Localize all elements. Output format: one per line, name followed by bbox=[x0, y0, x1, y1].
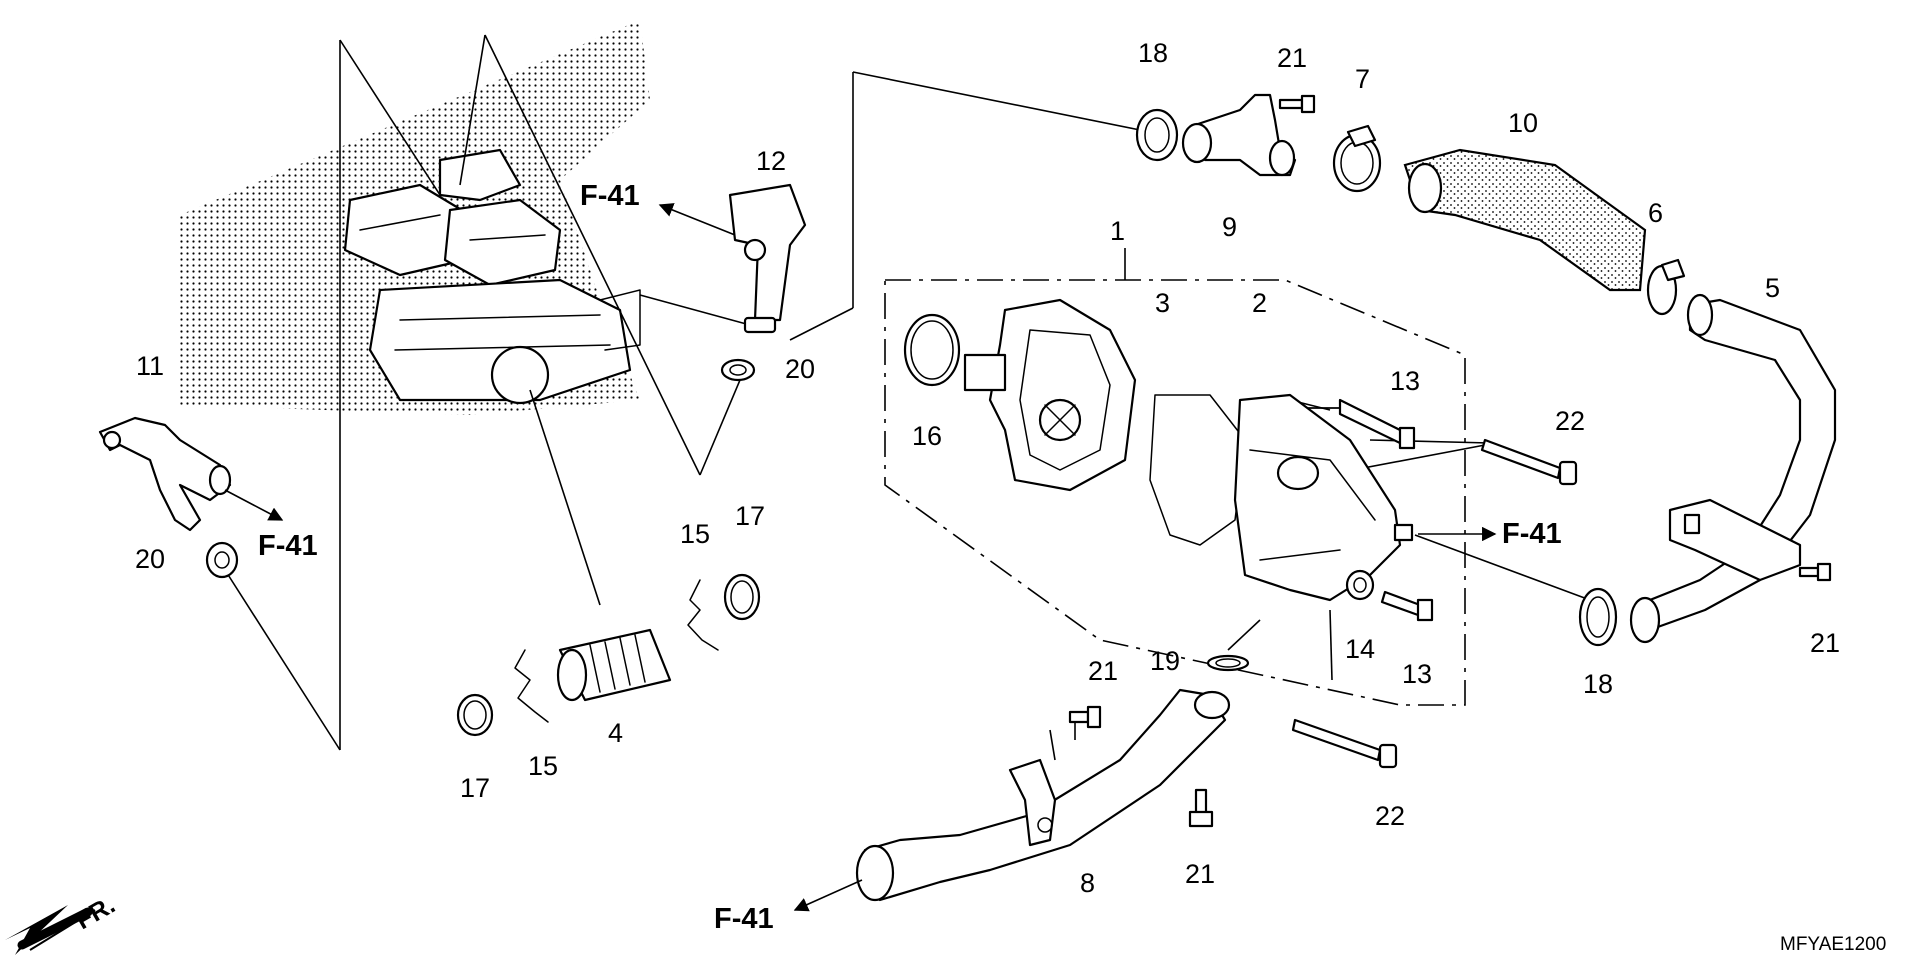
part-3-gasket[interactable] bbox=[1149, 394, 1246, 546]
part-22-bolt-upper[interactable] bbox=[1480, 438, 1578, 486]
part-number-7: 7 bbox=[1355, 64, 1370, 94]
part-number-5: 5 bbox=[1765, 273, 1780, 303]
part-21-bolt-bottom[interactable] bbox=[1188, 788, 1214, 828]
part-4-pipe[interactable] bbox=[556, 628, 672, 702]
front-label: FR. bbox=[71, 891, 120, 935]
part-17-oring-left[interactable] bbox=[456, 693, 494, 737]
ref-label-f41-bottom: F-41 bbox=[714, 903, 774, 935]
part-number-16: 16 bbox=[912, 421, 942, 451]
part-number-6: 6 bbox=[1648, 198, 1663, 228]
part-number-19: 19 bbox=[1150, 646, 1180, 676]
ref-label-f41-right: F-41 bbox=[1502, 518, 1562, 550]
ref-label-f41-top: F-41 bbox=[580, 180, 640, 212]
part-number-12: 12 bbox=[756, 146, 786, 176]
front-direction-icon bbox=[5, 905, 96, 955]
part-number-18-lower: 18 bbox=[1583, 669, 1613, 699]
part-number-13-lower: 13 bbox=[1402, 659, 1432, 689]
part-17-oring-right[interactable] bbox=[723, 573, 761, 621]
part-21-bolt-right[interactable] bbox=[1798, 562, 1832, 582]
part-13-bolt-lower[interactable] bbox=[1380, 590, 1434, 622]
part-7-clamp[interactable] bbox=[1332, 124, 1382, 193]
part-number-3: 3 bbox=[1155, 288, 1170, 318]
ref-arrow-1 bbox=[658, 203, 736, 236]
part-number-14: 14 bbox=[1345, 634, 1375, 664]
part-number-18-upper: 18 bbox=[1138, 38, 1168, 68]
part-number-15-upper: 15 bbox=[680, 519, 710, 549]
part-20-nut-upper[interactable] bbox=[720, 358, 756, 382]
part-number-21-right: 21 bbox=[1810, 628, 1840, 658]
part-number-11: 11 bbox=[136, 351, 164, 381]
part-number-21-top: 21 bbox=[1277, 43, 1307, 73]
part-18-oring-upper[interactable] bbox=[1135, 108, 1179, 162]
engine-silhouette bbox=[180, 20, 650, 415]
part-10-hose[interactable] bbox=[1403, 148, 1647, 292]
part-12-pipe[interactable] bbox=[728, 183, 807, 334]
part-19-oring[interactable] bbox=[1206, 654, 1250, 672]
part-18-oring-lower[interactable] bbox=[1578, 587, 1618, 647]
part-number-20-upper: 20 bbox=[785, 354, 815, 384]
part-number-17-upper: 17 bbox=[735, 501, 765, 531]
part-number-15-lower: 15 bbox=[528, 751, 558, 781]
part-16-oring[interactable] bbox=[903, 313, 961, 387]
part-11-elbow[interactable] bbox=[98, 416, 232, 532]
part-number-13-upper: 13 bbox=[1390, 366, 1420, 396]
part-20-nut-lower[interactable] bbox=[205, 541, 239, 579]
part-15-clip-right[interactable] bbox=[687, 579, 719, 651]
pump-body[interactable] bbox=[963, 298, 1137, 492]
part-5-hose[interactable] bbox=[1629, 293, 1837, 644]
part-21-bolt-upper[interactable] bbox=[1278, 94, 1316, 114]
part-9-joint[interactable] bbox=[1181, 93, 1297, 177]
part-number-22-lower: 22 bbox=[1375, 801, 1405, 831]
part-number-10: 10 bbox=[1508, 108, 1538, 138]
ref-label-f41-left: F-41 bbox=[258, 530, 318, 562]
part-number-21-mid: 21 bbox=[1088, 656, 1118, 686]
ref-arrow-4 bbox=[793, 879, 863, 912]
part-number-21-bottom: 21 bbox=[1185, 859, 1215, 889]
part-number-17-lower: 17 bbox=[460, 773, 490, 803]
part-number-8: 8 bbox=[1080, 868, 1095, 898]
part-14-washer[interactable] bbox=[1345, 569, 1375, 601]
ref-arrow-2 bbox=[224, 489, 284, 521]
part-number-2: 2 bbox=[1252, 288, 1267, 318]
part-15-clip-left[interactable] bbox=[514, 649, 549, 723]
part-22-bolt-lower[interactable] bbox=[1291, 718, 1398, 769]
part-number-9: 9 bbox=[1222, 212, 1237, 242]
part-6-clamp[interactable] bbox=[1646, 258, 1686, 316]
part-13-bolt-upper[interactable] bbox=[1338, 398, 1416, 450]
part-8-pipe[interactable] bbox=[855, 688, 1231, 902]
part-number-4: 4 bbox=[608, 718, 623, 748]
diagram-code: MFYAE1200 bbox=[1780, 934, 1886, 955]
part-21-bolt-left-lower[interactable] bbox=[1068, 705, 1102, 729]
part-number-22-upper: 22 bbox=[1555, 406, 1585, 436]
part-number-20-lower: 20 bbox=[135, 544, 165, 574]
part-number-1: 1 bbox=[1110, 216, 1125, 246]
